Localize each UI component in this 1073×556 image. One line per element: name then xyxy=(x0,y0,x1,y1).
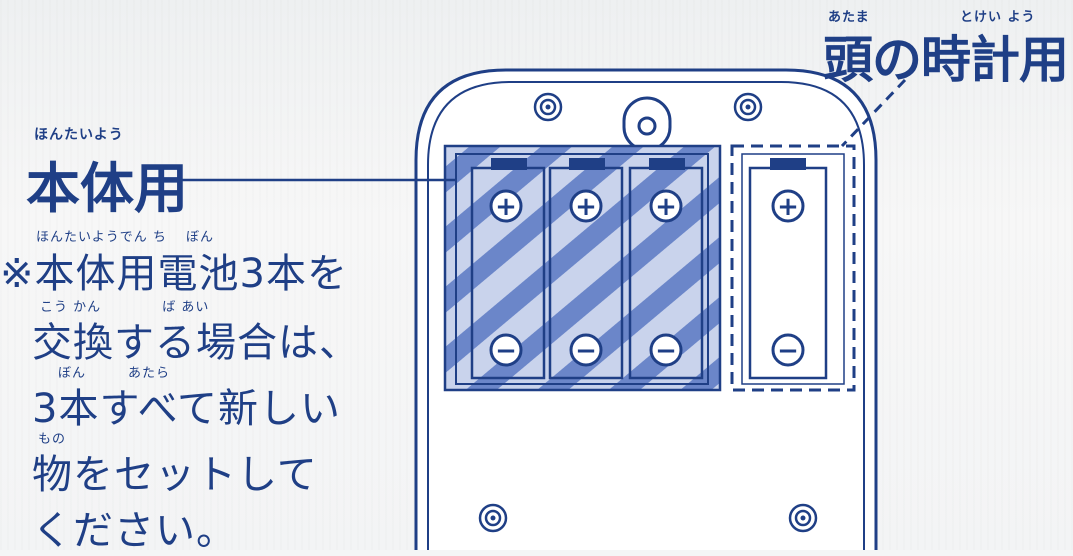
head-clock-leader xyxy=(840,78,907,148)
battery-4-plus: + xyxy=(777,192,799,222)
note-line-4: 物をセットして xyxy=(32,452,318,498)
battery-3-plus: + xyxy=(655,192,677,222)
main-body-ruby: ほんたいよう xyxy=(34,127,124,143)
note-ruby-3: ぼん あたら xyxy=(58,366,171,381)
screw-bottom-left xyxy=(478,503,508,533)
device-inner-outline xyxy=(427,81,865,550)
main-compartment-inner xyxy=(455,153,709,385)
battery-2: + − xyxy=(548,158,624,380)
head-clock-ruby-left: あたま xyxy=(828,10,870,25)
head-clock-compartment xyxy=(730,144,856,392)
note-ruby-1: ほんたいようでん ち ぼん xyxy=(36,230,215,245)
battery-4-minus: − xyxy=(777,336,799,366)
note-ruby-2: こう かん ば あい xyxy=(40,300,210,315)
head-clock-label: 頭の時計用 xyxy=(823,31,1069,89)
battery-3: + − xyxy=(628,158,704,380)
screw-top-right xyxy=(733,92,763,122)
battery-2-minus: − xyxy=(575,336,597,366)
main-body-label: 本体用 xyxy=(26,157,188,220)
battery-3-minus: − xyxy=(655,336,677,366)
note-ruby-4: もの xyxy=(38,432,67,447)
head-clock-ruby-right: とけい よう xyxy=(960,10,1036,25)
battery-2-plus: + xyxy=(575,192,597,222)
screw-top-left xyxy=(533,92,563,122)
battery-1-minus: − xyxy=(495,336,517,366)
screw-bottom-right xyxy=(788,503,818,533)
note-line-2: 交換する場合は、 xyxy=(32,320,360,366)
lock-tab xyxy=(622,96,672,152)
battery-1: + − xyxy=(470,158,546,380)
battery-1-plus: + xyxy=(495,192,517,222)
note-line-1: ※本体用電池3本を xyxy=(0,251,348,297)
note-line-3: 3本すべて新しい xyxy=(32,386,342,432)
battery-4: + − xyxy=(748,158,828,380)
note-line-5: ください。 xyxy=(32,508,237,554)
